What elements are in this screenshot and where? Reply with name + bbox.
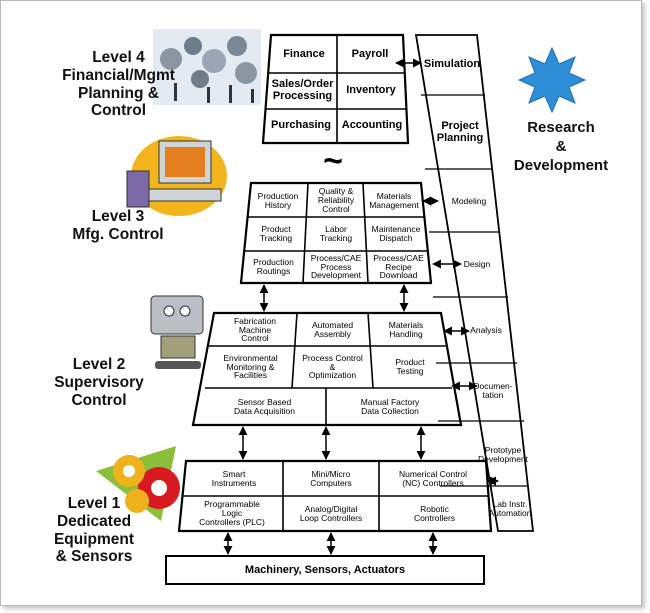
l3-cell-process-development: Process/CAE Process Development	[310, 252, 362, 281]
l4-cell-finance: Finance	[283, 47, 325, 60]
computer-clipart-image	[126, 136, 227, 216]
rnd-item-lab-automation: Lab Instr. Automation	[488, 499, 532, 518]
l4-cell-purchasing: Purchasing	[271, 119, 331, 132]
rnd-item-simulation: Simulation	[423, 58, 481, 71]
robot-clipart-image	[150, 295, 204, 369]
rnd-dividers	[421, 94, 528, 487]
l2-cell-process-control: Process Control & Optimization	[302, 352, 363, 381]
rnd-item-documentation: Documen- tation	[473, 381, 513, 400]
starburst-image	[517, 46, 587, 114]
l3-cell-materials-management: Materials Management	[369, 190, 419, 210]
l2-cell-manual-data-collection: Manual Factory Data Collection	[360, 396, 420, 416]
level1-label: Level 1 Dedicated Equipment & Sensors	[53, 495, 135, 566]
l3-cell-recipe-download: Process/CAE Recipe Download	[373, 252, 424, 281]
l4-cell-sales-order: Sales/Order Processing	[271, 78, 334, 102]
level2-grid	[205, 312, 452, 425]
rnd-label: Research & Development	[513, 119, 609, 174]
l3-cell-maintenance-dispatch: Maintenance Dispatch	[371, 224, 421, 243]
l2-cell-fabrication-control: Fabrication Machine Control	[233, 315, 277, 344]
l1-cell-mini-micro-computers: Mini/Micro Computers	[310, 469, 352, 488]
base-box	[165, 555, 485, 585]
l2-cell-sensor-data-acquisition: Sensor Based Data Acquisition	[234, 396, 295, 416]
l3-cell-quality-reliability: Quality & Reliability Control	[317, 186, 355, 214]
l2-cell-automated-assembly: Automated Assembly	[311, 320, 354, 339]
level4-label: Level 4 Financial/Mgmt Planning & Contro…	[62, 49, 175, 120]
l3-cell-production-history: Production History	[257, 190, 299, 210]
l1-cell-nc-controllers: Numerical Control (NC) Controllers	[398, 469, 468, 488]
level3-grid	[244, 182, 428, 284]
level2-label: Level 2 Supervisory Control	[54, 356, 144, 409]
level2-box	[191, 311, 463, 427]
rnd-item-analysis: Analysis	[470, 324, 502, 335]
level4-grid	[266, 35, 407, 143]
l2-cell-environmental-monitoring: Environmental Monitoring & Facilities	[223, 352, 278, 381]
colored-gears-image	[96, 446, 180, 521]
diagram-structure	[96, 29, 587, 585]
l1-cell-robotic-controllers: Robotic Controllers	[413, 503, 456, 523]
l2-cell-product-testing: Product Testing	[395, 357, 425, 376]
connector-arrows	[223, 58, 499, 555]
l2-cell-materials-handling: Materials Handling	[388, 320, 424, 339]
l1-cell-smart-instruments: Smart Instruments	[211, 469, 257, 488]
level1-grid	[182, 461, 489, 531]
level3-box	[239, 181, 433, 285]
l4-cell-payroll: Payroll	[351, 47, 389, 60]
l3-cell-labor-tracking: Labor Tracking	[319, 224, 353, 243]
rnd-item-prototype-development: Prototype Development	[477, 445, 529, 464]
l3-cell-production-routings: Production Routings	[253, 257, 294, 276]
rnd-column	[414, 34, 535, 532]
tilde-symbol: ~	[323, 142, 343, 181]
l4-cell-inventory: Inventory	[346, 84, 396, 97]
gears-photo-image	[153, 29, 261, 105]
l1-cell-plc: Programmable Logic Controllers (PLC)	[199, 499, 265, 527]
l4-cell-accounting: Accounting	[341, 119, 403, 132]
level1-box	[177, 459, 493, 533]
rnd-item-design: Design	[463, 258, 491, 269]
rnd-item-project-planning: Project Planning	[436, 120, 484, 144]
rnd-item-modeling: Modeling	[451, 195, 487, 206]
l3-cell-product-tracking: Product Tracking	[259, 224, 293, 243]
base-label: Machinery, Sensors, Actuators	[244, 564, 406, 576]
diagram-page: Level 4 Financial/Mgmt Planning & Contro…	[0, 0, 642, 606]
l1-cell-loop-controllers: Analog/Digital Loop Controllers	[299, 503, 363, 523]
level3-label: Level 3 Mfg. Control	[72, 208, 164, 243]
level4-box	[261, 33, 410, 145]
